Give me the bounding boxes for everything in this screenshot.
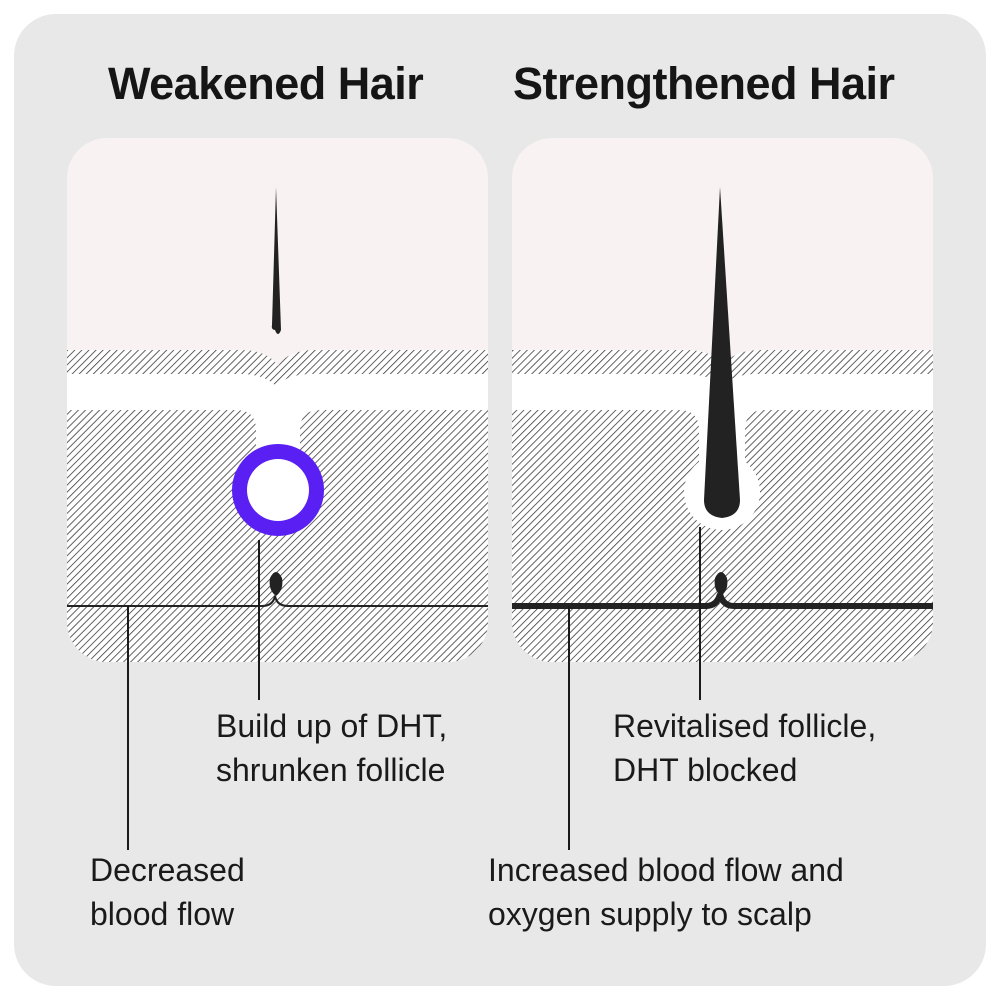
thin-hair-strand [271,187,281,334]
strengthened-panel [512,138,933,662]
weakened-panel [67,138,488,662]
thick-hair-strand [704,187,740,518]
weakened-hair-title: Weakened Hair [108,58,424,109]
capillary-loop [714,572,728,596]
shrunken-follicle [247,459,309,521]
weakened-blood-label: Decreased blood flow [90,852,245,932]
epidermis-band [67,374,488,458]
weakened-follicle-label: Build up of DHT, shrunken follicle [216,708,448,788]
strengthened-follicle-label: Revitalised follicle, DHT blocked [613,708,877,788]
strengthened-blood-label: Increased blood flow and oxygen supply t… [488,852,844,932]
capillary-loop [269,572,283,596]
strengthened-hair-title: Strengthened Hair [513,58,895,109]
blood-vessel-thin [67,595,488,607]
